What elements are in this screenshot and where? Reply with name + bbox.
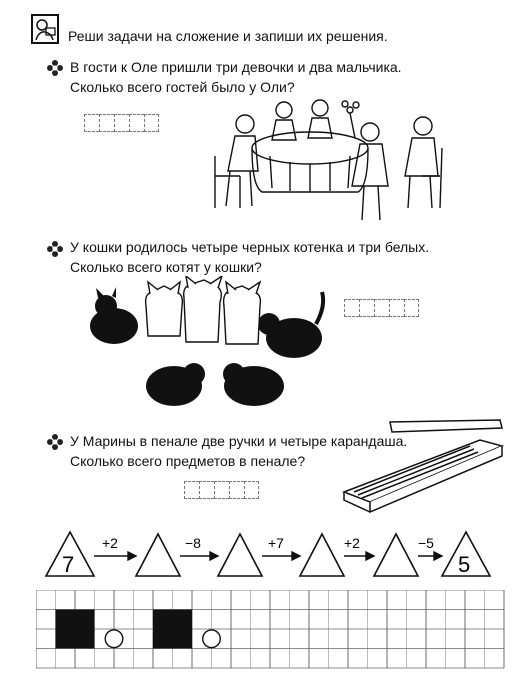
- chain-triangle-end: [440, 530, 492, 577]
- answer-cell[interactable]: [129, 114, 144, 132]
- chain-operation: −8: [185, 535, 201, 551]
- chain-start-value: 7: [62, 552, 74, 577]
- chain-operation: +2: [344, 535, 360, 551]
- chain-triangle-start: [44, 530, 96, 577]
- task-2-line-2: Сколько всего котят у кошки?: [70, 259, 262, 275]
- chain-operation: +2: [102, 535, 118, 551]
- chain-triangle: [216, 532, 264, 577]
- answer-cell[interactable]: [359, 299, 374, 317]
- chain-triangle: [298, 532, 346, 577]
- instruction-text: Реши задачи на сложение и запиши их реше…: [68, 28, 388, 44]
- answer-cell[interactable]: [244, 481, 259, 499]
- answer-cell[interactable]: [229, 481, 244, 499]
- flower-icon: [47, 434, 63, 450]
- chain-triangle: [134, 532, 182, 577]
- pattern-square: [55, 609, 95, 649]
- task-1-line-2: Сколько всего гостей было у Оли?: [70, 79, 295, 95]
- answer-cell[interactable]: [184, 481, 199, 499]
- answer-cell[interactable]: [114, 114, 129, 132]
- pattern-circle: [104, 629, 124, 649]
- operation-chain: 7 5 +2 −8 +7 +2 −5: [44, 530, 492, 577]
- answer-cell[interactable]: [344, 299, 359, 317]
- pattern-square: [153, 609, 192, 649]
- answer-cell[interactable]: [99, 114, 114, 132]
- answer-cell[interactable]: [144, 114, 159, 132]
- chain-triangle: [372, 532, 420, 577]
- answer-cell[interactable]: [84, 114, 99, 132]
- chain-operation: −5: [418, 535, 434, 551]
- task-3-answer-cells[interactable]: [184, 481, 259, 499]
- answer-cell[interactable]: [374, 299, 389, 317]
- task-1-line-1: В гости к Оле пришли три девочки и два м…: [70, 59, 402, 75]
- task-1-answer-cells[interactable]: [84, 114, 159, 132]
- task-3-line-1: У Марины в пенале две ручки и четыре кар…: [70, 433, 408, 449]
- pattern-grid: [36, 590, 505, 669]
- pattern-circle: [202, 629, 221, 649]
- answer-cell[interactable]: [404, 299, 419, 317]
- task-3-line-2: Сколько всего предметов в пенале?: [70, 453, 306, 469]
- task-2-answer-cells[interactable]: [344, 299, 419, 317]
- answer-cell[interactable]: [214, 481, 229, 499]
- answer-cell[interactable]: [199, 481, 214, 499]
- pencil-case-illustration: [341, 419, 505, 514]
- chain-operation: +7: [268, 535, 284, 551]
- task-2-line-1: У кошки родилось четыре черных котенка и…: [70, 239, 430, 255]
- flower-icon: [47, 60, 63, 76]
- child-reading-icon: [31, 14, 59, 44]
- children-at-table-illustration: [214, 99, 443, 221]
- chain-end-value: 5: [458, 552, 470, 577]
- answer-cell[interactable]: [389, 299, 404, 317]
- kittens-illustration: [90, 276, 326, 406]
- flower-icon: [47, 241, 63, 257]
